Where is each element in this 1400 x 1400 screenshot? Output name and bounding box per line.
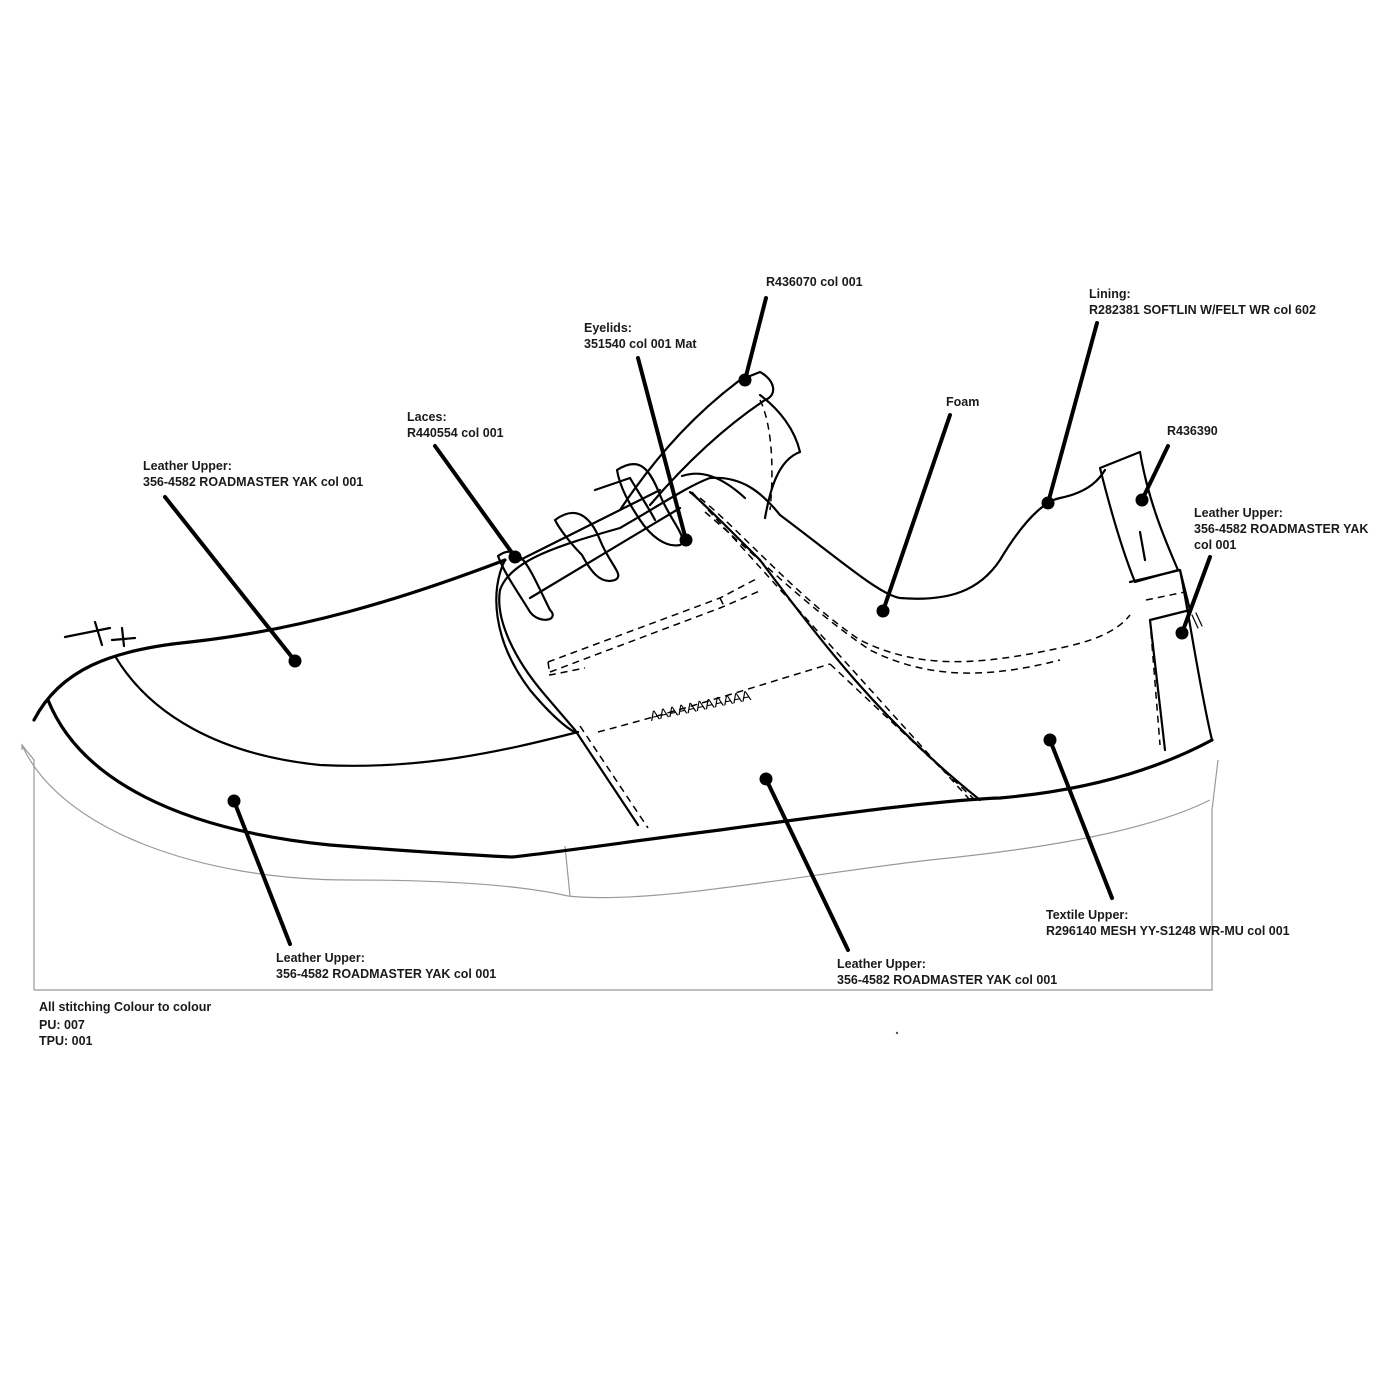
leader-dot-laces: [508, 550, 522, 564]
note-tpu: TPU: 001: [39, 1034, 93, 1048]
callout-textile-upper-spec: R296140 MESH YY-S1248 WR-MU col 001: [1046, 924, 1290, 938]
callout-leather-upper-side-spec: 356-4582 ROADMASTER YAK col 001: [837, 973, 1058, 987]
leader-dot-eyelids: [679, 533, 693, 547]
leader-leather-upper-side: [764, 777, 850, 952]
callout-leather-upper-top-spec: 356-4582 ROADMASTER YAK col 001: [143, 475, 364, 489]
leader-dot-leather-upper-top: [288, 654, 302, 668]
leader-r436390: [1140, 444, 1170, 502]
leader-leather-upper-heel: [1180, 555, 1212, 635]
leader-dot-leather-upper-side: [759, 772, 773, 786]
sole-outline: [21, 743, 1219, 991]
callout-eyelids-title: Eyelids:: [584, 321, 632, 335]
callout-leather-upper-toe-spec: 356-4582 ROADMASTER YAK col 001: [276, 967, 497, 981]
leader-dot-r436390: [1135, 493, 1149, 507]
callout-leather-upper-side: Leather Upper: 356-4582 ROADMASTER YAK c…: [837, 956, 1057, 988]
callout-laces: Laces: R440554 col 001: [407, 409, 504, 441]
leader-dot-leather-upper-heel: [1175, 626, 1189, 640]
callout-leather-upper-top: Leather Upper: 356-4582 ROADMASTER YAK c…: [143, 458, 363, 490]
leader-dot-foam: [876, 604, 890, 618]
callout-lining-spec: R282381 SOFTLIN W/FELT WR col 602: [1089, 303, 1316, 317]
callout-foam: Foam: [946, 394, 979, 410]
callout-leather-upper-heel-title: Leather Upper:: [1194, 506, 1283, 520]
callout-leather-upper-heel: Leather Upper: 356-4582 ROADMASTER YAK c…: [1194, 505, 1368, 553]
speck-mark: [895, 1031, 899, 1035]
leader-leather-upper-toe: [232, 799, 292, 946]
leader-lining: [1046, 321, 1099, 505]
leader-foam: [881, 413, 952, 613]
callout-lining-title: Lining:: [1089, 287, 1131, 301]
callout-r436070: R436070 col 001: [766, 274, 863, 290]
callout-r436070-line-1: R436070 col 001: [766, 275, 863, 289]
callout-textile-upper-title: Textile Upper:: [1046, 908, 1129, 922]
callout-textile-upper: Textile Upper: R296140 MESH YY-S1248 WR-…: [1046, 907, 1290, 939]
callout-foam-title: Foam: [946, 395, 980, 409]
stitching-lines: [547, 399, 1186, 829]
callout-eyelids: Eyelids: 351540 col 001 Mat: [584, 320, 697, 352]
leader-dot-r436070: [738, 373, 752, 387]
note-stitching: All stitching Colour to colour: [39, 1000, 212, 1014]
leader-lines: [163, 296, 1212, 952]
zigzag-stitch: AAAAAAAAAAA: [648, 687, 752, 724]
leader-r436070: [743, 296, 768, 382]
callout-leather-upper-top-title: Leather Upper:: [143, 459, 232, 473]
leader-eyelids: [636, 356, 688, 542]
leader-dot-lining: [1041, 496, 1055, 510]
callout-r436390-line-1: R436390: [1167, 424, 1218, 438]
callout-leather-upper-toe-title: Leather Upper:: [276, 951, 365, 965]
leader-laces: [433, 444, 517, 559]
note-pu: PU: 007: [39, 1018, 85, 1032]
callout-leather-upper-heel-color: col 001: [1194, 538, 1237, 552]
leader-dot-leather-upper-toe: [227, 794, 241, 808]
callout-leather-upper-side-title: Leather Upper:: [837, 957, 926, 971]
callout-eyelids-spec: 351540 col 001 Mat: [584, 337, 697, 351]
callout-laces-spec: R440554 col 001: [407, 426, 504, 440]
callout-leather-upper-heel-spec: 356-4582 ROADMASTER YAK: [1194, 522, 1369, 536]
heel-tick-mark: [1191, 612, 1203, 629]
callout-lining: Lining: R282381 SOFTLIN W/FELT WR col 60…: [1089, 286, 1316, 318]
callout-leather-upper-toe: Leather Upper: 356-4582 ROADMASTER YAK c…: [276, 950, 496, 982]
leader-dot-textile-upper: [1043, 733, 1057, 747]
shoe-upper: [32, 370, 1214, 859]
callout-laces-title: Laces:: [407, 410, 447, 424]
leader-textile-upper: [1048, 738, 1114, 900]
callout-r436390: R436390: [1167, 423, 1218, 439]
leader-leather-upper-top: [163, 495, 297, 663]
